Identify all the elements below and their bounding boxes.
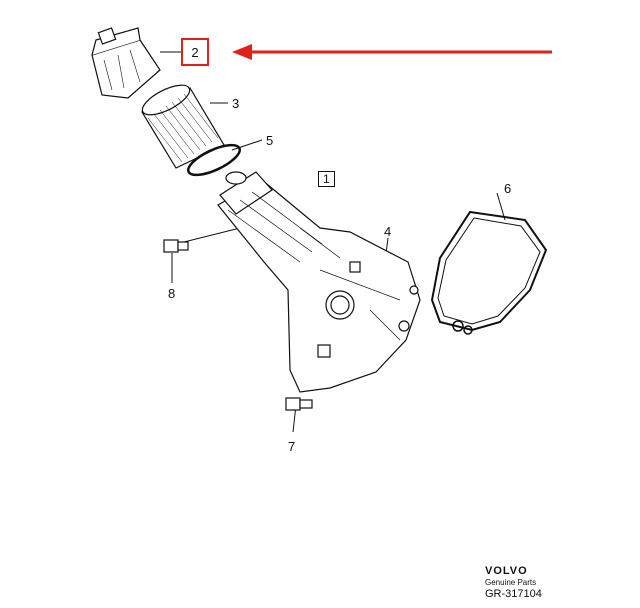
callout-2: 2 <box>191 44 199 60</box>
brand-block: VOLVO Genuine Parts GR-317104 <box>485 565 542 600</box>
bolt-7 <box>285 397 313 411</box>
callout-4: 4 <box>384 224 392 239</box>
callout-3: 3 <box>232 96 240 111</box>
bolt-8 <box>163 239 189 253</box>
oil-filter-cap <box>91 27 161 99</box>
callout-8: 8 <box>168 286 176 301</box>
oil-filter-housing <box>217 171 421 393</box>
o-ring <box>187 143 241 177</box>
diagram-code: GR-317104 <box>485 588 542 600</box>
callout-7: 7 <box>288 439 296 454</box>
callout-2-highlighted: 2 <box>181 38 209 66</box>
callout-5: 5 <box>266 133 274 148</box>
volvo-logo: VOLVO <box>485 565 528 577</box>
highlight-arrow <box>232 44 552 60</box>
callout-6: 6 <box>504 181 512 196</box>
housing-gasket <box>430 210 548 335</box>
callout-1: 1 <box>318 171 335 187</box>
leader-lines <box>160 51 506 433</box>
oil-filter-element <box>141 84 225 169</box>
brand-subtitle: Genuine Parts <box>485 578 537 587</box>
